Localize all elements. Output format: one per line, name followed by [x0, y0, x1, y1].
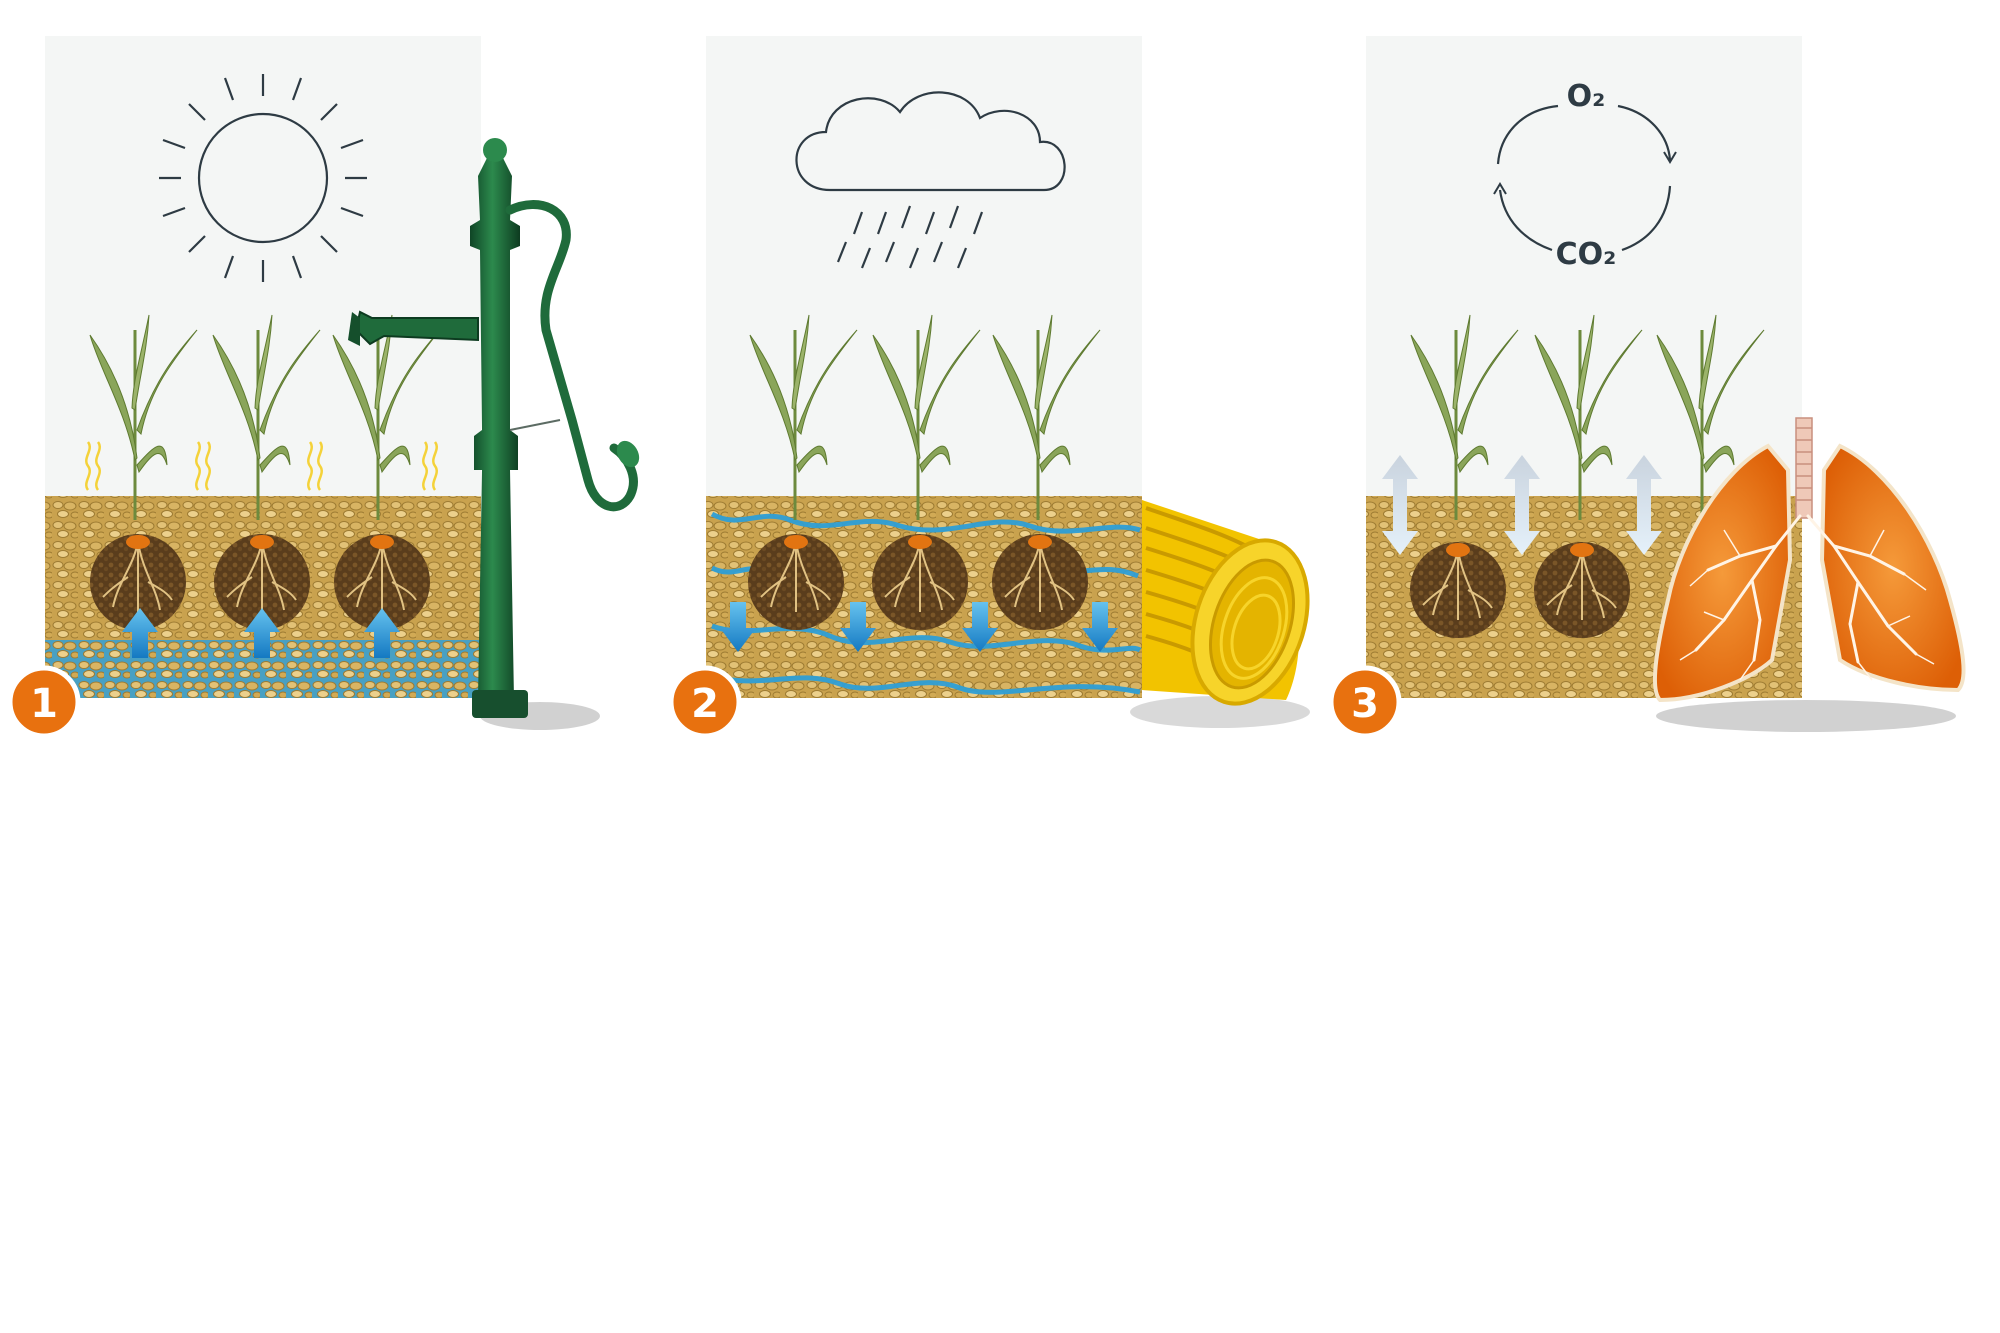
lungs-icon — [1652, 417, 1966, 732]
carbon-dioxide-label: CO₂ — [1556, 237, 1617, 272]
oxygen-label: O₂ — [1567, 79, 1606, 114]
root-ball — [1409, 541, 1507, 639]
panel-1: 1 — [7, 36, 640, 739]
step-badge-1: 1 — [7, 665, 81, 739]
step-badge-3: 3 — [1328, 665, 1402, 739]
root-ball — [747, 533, 845, 631]
step-number-1: 1 — [30, 681, 58, 727]
gas-cycle-icon — [1493, 104, 1677, 252]
step-number-3: 3 — [1351, 681, 1379, 727]
step-number-2: 2 — [691, 681, 719, 727]
rain-cloud-icon — [795, 91, 1066, 269]
root-ball — [1533, 541, 1631, 639]
drain-pipe-icon — [1130, 500, 1310, 728]
panel-2: 2 — [668, 36, 1310, 739]
sun-icon — [159, 74, 367, 282]
step-badge-2: 2 — [668, 665, 742, 739]
root-ball — [871, 533, 969, 631]
water-pump-icon — [348, 138, 640, 730]
panel-3: O₂ CO₂ — [1328, 36, 1966, 739]
root-ball — [991, 533, 1089, 631]
